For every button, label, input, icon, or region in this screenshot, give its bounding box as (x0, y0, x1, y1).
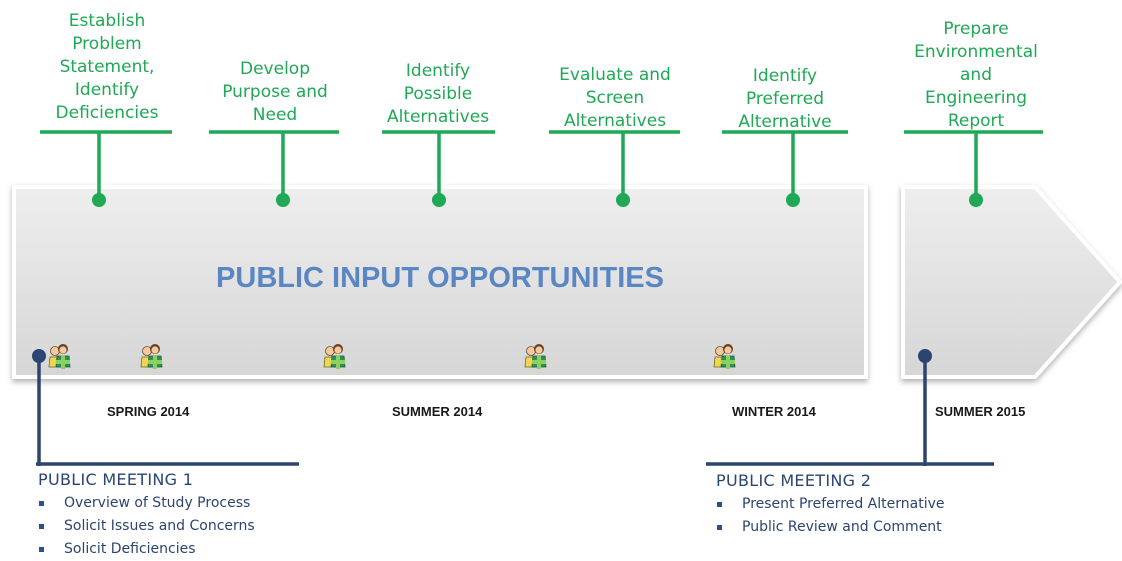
step-1-line: Statement, (59, 57, 155, 77)
step-5-line: Identify (752, 66, 818, 86)
step-4-dot (616, 193, 630, 207)
list-item: Overview of Study Process (38, 492, 255, 515)
step-2-dot (276, 193, 290, 207)
step-6-line: Environmental (914, 42, 1038, 62)
season-label: SPRING 2014 (107, 404, 190, 419)
list-item: Present Preferred Alternative (716, 493, 945, 516)
meeting-2-title: PUBLIC MEETING 2 (716, 471, 872, 490)
step-6-label: Prepare Environmental and Engineering Re… (898, 18, 1054, 133)
step-4-line: Alternatives (563, 111, 667, 131)
step-5-dot (786, 193, 800, 207)
meeting-2-dot (918, 349, 932, 363)
step-1-line: Deficiencies (55, 103, 159, 123)
season-label: SUMMER 2015 (935, 404, 1026, 419)
step-2-line: Need (252, 105, 298, 125)
step-5-label: Identify Preferred Alternative (710, 65, 860, 134)
step-1-line: Identify (74, 80, 140, 100)
step-4-label: Evaluate and Screen Alternatives (540, 64, 690, 133)
step-2-line: Purpose and (222, 82, 328, 102)
step-6-line: Prepare (943, 19, 1009, 39)
step-1-line: Establish (68, 11, 146, 31)
step-4-line: Screen (585, 88, 645, 108)
step-1-dot (92, 193, 106, 207)
banner-arrow (901, 185, 1122, 379)
season-label: WINTER 2014 (732, 404, 816, 419)
meeting-1-list: Overview of Study Process Solicit Issues… (38, 492, 255, 561)
step-2-label: Develop Purpose and Need (200, 58, 350, 127)
step-3-line: Identify (405, 61, 471, 81)
list-item: Solicit Issues and Concerns (38, 515, 255, 538)
step-2-line: Develop (240, 59, 310, 79)
step-3-line: Alternatives (386, 107, 490, 127)
step-3-dot (432, 193, 446, 207)
list-item: Solicit Deficiencies (38, 538, 255, 561)
step-1-line: Problem (72, 34, 142, 54)
step-5-line: Preferred (745, 89, 825, 109)
step-6-line: and (960, 65, 992, 85)
step-1-label: Establish Problem Statement, Identify De… (32, 10, 182, 125)
meeting-1-title: PUBLIC MEETING 1 (38, 470, 194, 489)
list-item: Public Review and Comment (716, 516, 945, 539)
step-4-line: Evaluate and (559, 65, 671, 85)
step-6-line: Report (947, 111, 1005, 131)
meeting-1-dot (32, 349, 46, 363)
step-6-dot (969, 193, 983, 207)
banner-title: PUBLIC INPUT OPPORTUNITIES (216, 262, 664, 294)
step-5-line: Alternative (738, 112, 832, 132)
meeting-2-list: Present Preferred Alternative Public Rev… (716, 493, 945, 539)
step-3-line: Possible (403, 84, 473, 104)
season-label: SUMMER 2014 (392, 404, 483, 419)
step-3-label: Identify Possible Alternatives (363, 60, 513, 129)
step-6-line: Engineering (925, 88, 1027, 108)
